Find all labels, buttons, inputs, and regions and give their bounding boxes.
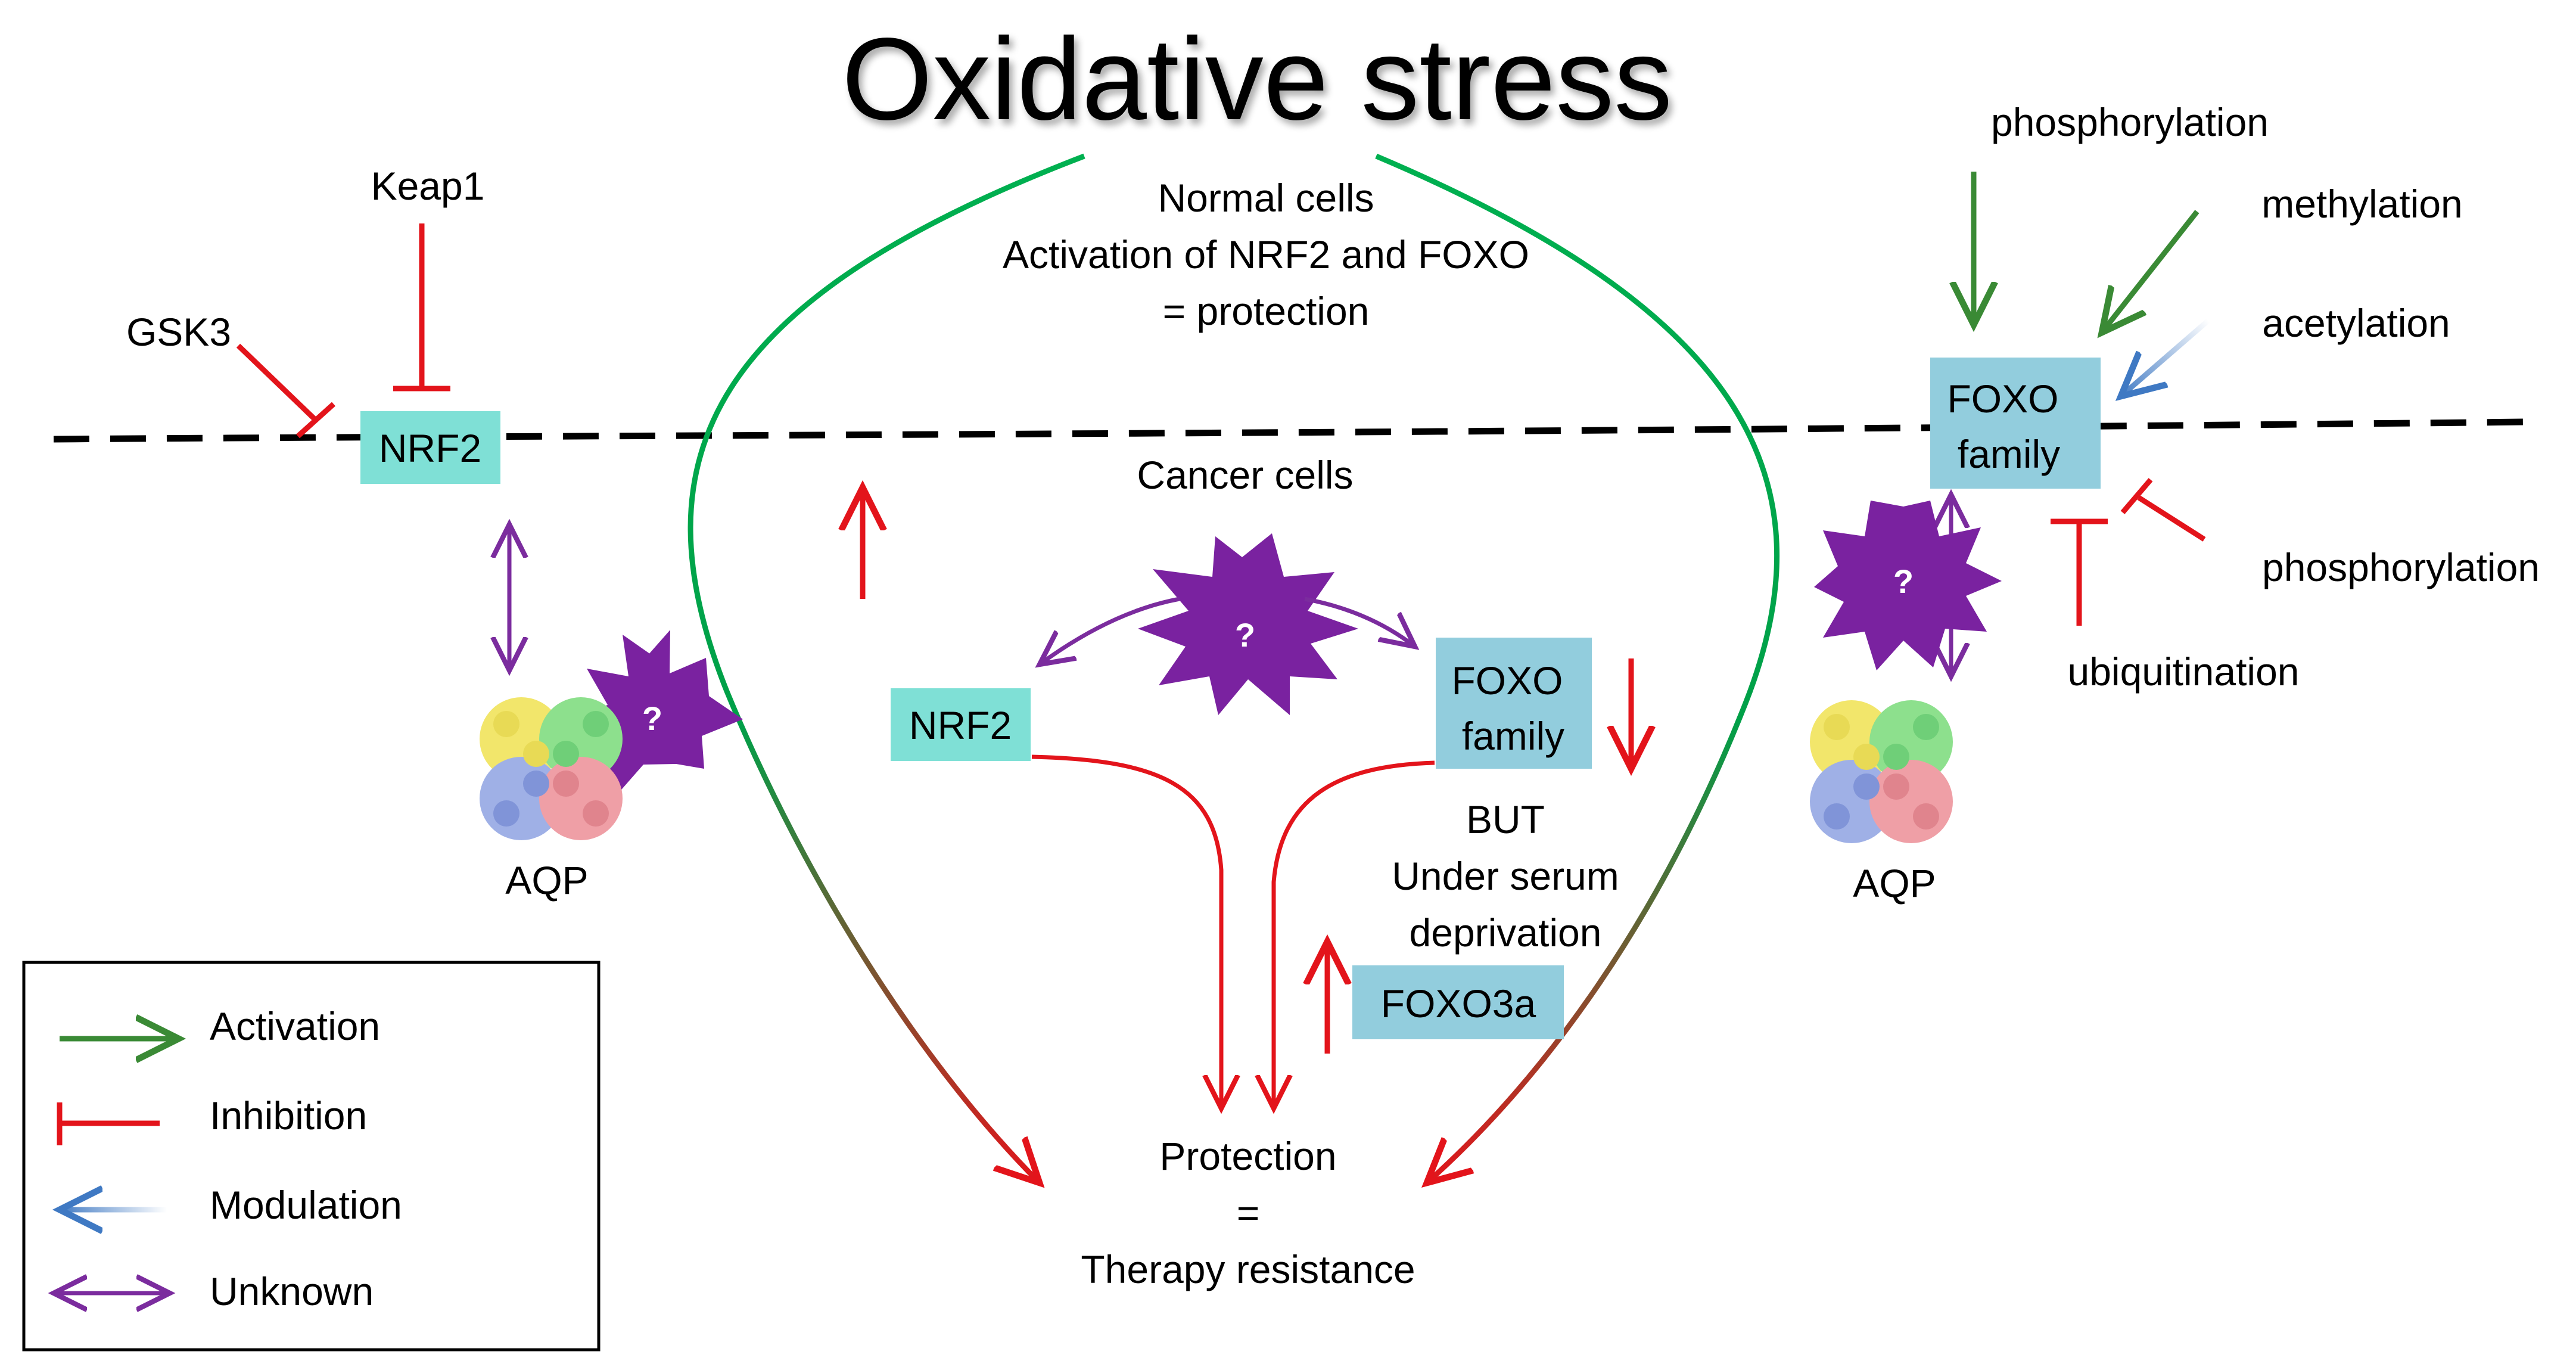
cancer-cells-label: Cancer cells xyxy=(1137,453,1353,497)
therapy-resistance-label: Therapy resistance xyxy=(1081,1247,1415,1291)
foxo-label-center-line1: FOXO xyxy=(1451,658,1563,703)
acetylation-modulation-arrow xyxy=(2121,316,2212,396)
phosphorylation-inhibition-line xyxy=(2137,495,2206,542)
unknown-star-center: ? xyxy=(1138,533,1358,715)
foxo3a-label: FOXO3a xyxy=(1381,981,1536,1026)
methylation-label: methylation xyxy=(2261,182,2463,226)
question-mark-right: ? xyxy=(1893,563,1914,600)
nrf2-label-left: NRF2 xyxy=(379,426,481,470)
legend: Activation Inhibition Modulation Unknown xyxy=(22,961,601,1352)
nrf2-label-center: NRF2 xyxy=(909,703,1012,747)
foxo-label-right-line2: family xyxy=(1958,432,2060,476)
question-mark-left: ? xyxy=(642,700,662,737)
normal-to-protection-curve-left xyxy=(687,153,1085,1183)
normal-cells-label: Normal cells xyxy=(1158,176,1374,220)
foxo-label-right-line1: FOXO xyxy=(1947,377,2058,421)
legend-unknown-label: Unknown xyxy=(210,1269,374,1313)
gsk3-inhibition-bar xyxy=(295,402,336,439)
nrf2-box-left xyxy=(360,411,500,484)
foxo-box-right xyxy=(1930,358,2101,489)
aqp-protein-left xyxy=(480,697,623,840)
star-to-foxo-unknown-arrow xyxy=(1304,597,1415,647)
legend-activation-label: Activation xyxy=(210,1004,380,1048)
protection-label: Protection xyxy=(1159,1134,1336,1178)
keap1-label: Keap1 xyxy=(371,164,485,208)
aqp-label-left: AQP xyxy=(505,858,588,902)
ubiquitination-label: ubiquitination xyxy=(2068,650,2300,694)
aqp-protein-right xyxy=(1810,700,1953,843)
gsk3-label: GSK3 xyxy=(126,310,231,354)
nrf2-box-center xyxy=(891,688,1031,761)
legend-inhibition-label: Inhibition xyxy=(210,1093,367,1138)
normal-to-protection-curve-right xyxy=(1375,153,1780,1183)
phosphorylation-inhibition-bar xyxy=(2120,478,2153,514)
but-label: BUT xyxy=(1466,797,1545,841)
phosphorylation-top-label: phosphorylation xyxy=(1991,100,2269,144)
foxo-label-center-line2: family xyxy=(1462,714,1564,758)
activation-nrf2-foxo-label: Activation of NRF2 and FOXO xyxy=(1003,232,1529,277)
unknown-star-right: ? xyxy=(1814,501,2002,670)
star-to-nrf2-unknown-arrow xyxy=(1040,597,1180,664)
legend-modulation-label: Modulation xyxy=(210,1183,402,1227)
nrf2-to-protection-arrow xyxy=(1031,754,1221,1108)
foxo3a-box xyxy=(1352,965,1564,1039)
foxo-to-protection-arrow xyxy=(1274,760,1435,1108)
methylation-activation-arrow xyxy=(2102,210,2199,333)
phosphorylation-right-label: phosphorylation xyxy=(2262,545,2540,589)
acetylation-label: acetylation xyxy=(2262,301,2450,345)
diagram-title: Oxidative stress xyxy=(842,14,1672,144)
foxo-box-center xyxy=(1436,638,1592,769)
equals-protection-label: = protection xyxy=(1163,289,1370,333)
gsk3-inhibition-line xyxy=(236,343,318,423)
question-mark-center: ? xyxy=(1235,616,1255,654)
aqp-label-right: AQP xyxy=(1853,861,1936,905)
under-serum-label: Under serum xyxy=(1392,854,1619,898)
deprivation-label: deprivation xyxy=(1410,911,1602,955)
equals-label: = xyxy=(1237,1191,1260,1235)
